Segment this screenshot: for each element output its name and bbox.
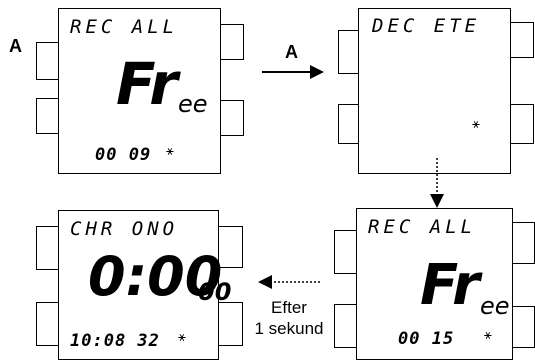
display-main-small-text: ee — [178, 90, 208, 118]
watch-case — [356, 208, 513, 360]
button-a-label: A — [9, 36, 22, 56]
running-icon: ⚹ — [484, 328, 492, 343]
button-upper-right[interactable] — [218, 24, 244, 60]
arrow-a-label: A — [285, 42, 298, 62]
button-a-upper-left[interactable] — [36, 42, 62, 80]
running-icon: ⚹ — [178, 330, 186, 345]
display-top-text: REC ALL — [368, 216, 477, 238]
display-main-text: Fr — [420, 253, 480, 318]
display-main-text: Fr — [116, 50, 178, 118]
button-lower-left[interactable] — [36, 302, 62, 346]
button-upper-right[interactable] — [217, 226, 243, 268]
watch-delete: DEC ETE ⚹ — [320, 0, 535, 180]
display-bottom-text: 00 09 — [95, 145, 152, 165]
dotted-arrow-left — [258, 275, 320, 289]
caption-after-one-second: Efter 1 sekund — [244, 297, 334, 339]
button-upper-right[interactable] — [508, 22, 534, 58]
watch-case — [58, 8, 221, 174]
watch-recall-second: REC ALL Fr ee 00 15 ⚹ — [320, 200, 535, 360]
display-main-text: 0:00 — [88, 245, 223, 308]
button-lower-right[interactable] — [217, 302, 243, 346]
button-lower-right[interactable] — [218, 100, 244, 136]
button-upper-right[interactable] — [510, 222, 535, 264]
display-main-small-text: 00 — [198, 278, 232, 306]
running-icon: ⚹ — [472, 117, 480, 132]
running-icon: ⚹ — [166, 144, 174, 159]
caption-line-2: 1 sekund — [254, 319, 324, 338]
watch-case — [58, 210, 219, 360]
caption-line-1: Efter — [271, 298, 307, 317]
watch-chrono: CHR ONO 0:00 00 10:08 32 ⚹ — [0, 200, 250, 360]
display-top-text: CHR ONO — [70, 218, 179, 240]
dotted-arrow-down — [430, 158, 444, 208]
button-upper-left[interactable] — [36, 226, 62, 270]
button-lower-right[interactable] — [510, 306, 535, 348]
watch-case — [358, 8, 511, 174]
display-top-text: DEC ETE — [372, 15, 481, 37]
arrow-right — [262, 65, 324, 79]
button-lower-right[interactable] — [508, 104, 534, 144]
button-lower-left[interactable] — [334, 304, 360, 348]
display-main-small-text: ee — [480, 292, 510, 320]
display-bottom-text: 00 15 — [398, 329, 455, 349]
display-top-text: REC ALL — [70, 16, 179, 38]
button-lower-left[interactable] — [36, 98, 62, 134]
display-bottom-text: 10:08 32 — [70, 331, 160, 351]
watch-recall-first: REC ALL Fr ee 00 09 ⚹ — [0, 0, 250, 180]
